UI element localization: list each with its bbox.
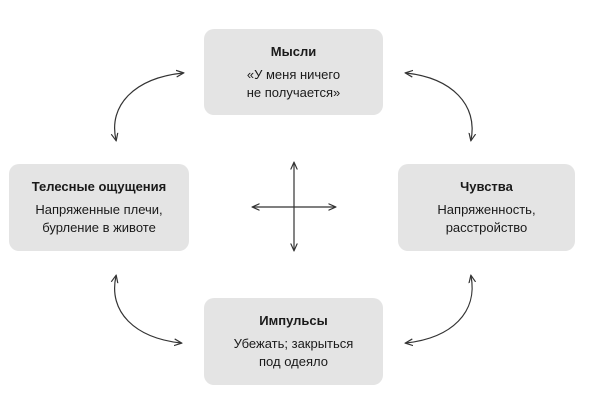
arrow-feelings-impulses [406,276,472,343]
impulses-line-2: под одеяло [259,354,328,369]
feelings-line-2: расстройство [445,220,528,235]
arrow-body-impulses [115,276,181,343]
feelings-title: Чувства [460,179,513,194]
thoughts-line-2: не получается» [246,84,341,100]
thoughts-box: Мысли «У меня ничего не получается» [204,29,383,115]
impulses-box: Импульсы Убежать; закрыться под одеяло [204,298,383,385]
feelings-box: Чувства Напряженность, расстройство [398,164,575,251]
arrow-thoughts-feelings [406,73,472,140]
body-sensations-title: Телесные ощущения [31,179,167,194]
body-sensations-box: Телесные ощущения Напряженные плечи, бур… [9,164,189,251]
body-sensations-line-1: Напряженные плечи, [35,202,163,217]
thoughts-title: Мысли [270,43,317,59]
impulses-line-1: Убежать; закрыться [233,336,354,351]
arrow-thoughts-body [115,73,183,140]
impulses-title: Импульсы [259,313,328,328]
body-sensations-line-2: бурление в животе [42,220,156,235]
thoughts-line-1: «У меня ничего [246,66,341,82]
feelings-line-1: Напряженность, [437,202,536,217]
